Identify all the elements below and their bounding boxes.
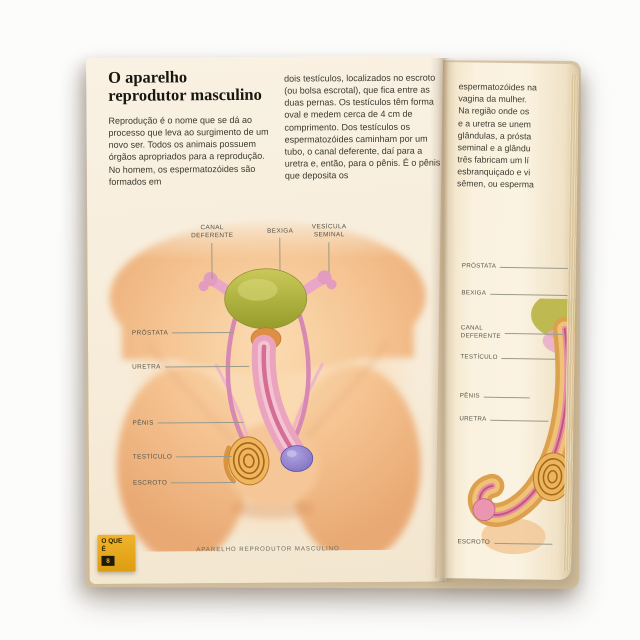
label-penis: PÊNIS [133,419,244,427]
chapter-tab: O QUE É 8 [97,534,136,572]
page-title: O aparelho reprodutor masculino [108,67,262,106]
leader-line [483,396,530,398]
leader-line-testiculo [176,455,233,458]
label-testiculo: TESTÍCULO [133,453,233,461]
body-column-2: dois testículos, localizados no escroto … [284,72,441,181]
label-testiculo-right: TESTÍCULO [460,353,556,363]
leader-line-prostata [172,331,235,334]
label-vesicula-seminal: VESÍCULA SEMINAL [311,223,347,239]
page-footer: APARELHO REPRODUTOR MASCULINO [196,545,340,554]
leader-line [494,542,553,545]
leader-line [501,357,556,360]
chapter-tab-label: O QUE É [101,537,123,554]
label-canal-deferente: CANAL DEFERENTE [191,224,234,240]
label-penis-right: PÊNIS [460,392,530,401]
leader-line [490,419,549,422]
leader-line-bexiga [279,237,281,271]
label-prostata-right: PRÓSTATA [462,262,571,272]
label-uretra: URETRA [132,363,249,371]
leader-line-escroto [171,481,236,484]
label-escroto-right: ESCROTO [457,538,553,548]
leader-line [490,293,569,296]
label-bexiga-right: BEXIGA [461,289,569,299]
right-page: espermatozóides na vagina da mulher. Na … [434,62,579,581]
label-prostata: PRÓSTATA [132,329,235,337]
leader-line-penis [157,421,244,424]
label-uretra-right: URETRA [459,415,549,424]
front-view-anatomy-diagram: CANAL DEFERENTE BEXIGA VESÍCULA SEMINAL [95,214,441,552]
body-column-1: Reprodução é o nome que se dá ao process… [108,114,269,187]
leader-line [504,332,563,335]
open-book: O aparelho reprodutor masculino Reproduç… [84,54,584,592]
male-reproductive-front-illustration [109,220,426,552]
leader-line [500,266,571,269]
label-escroto: ESCROTO [133,479,236,487]
label-canal-deferente-right: CANAL DEFERENTE [461,324,563,342]
left-page: O aparelho reprodutor masculino Reproduç… [86,55,447,584]
right-page-text: espermatozóides na vagina da mulher. Na … [457,81,537,190]
leader-line-vesicula-seminal [328,242,330,273]
chapter-tab-number: 8 [101,556,115,567]
leader-line-uretra [164,365,249,368]
